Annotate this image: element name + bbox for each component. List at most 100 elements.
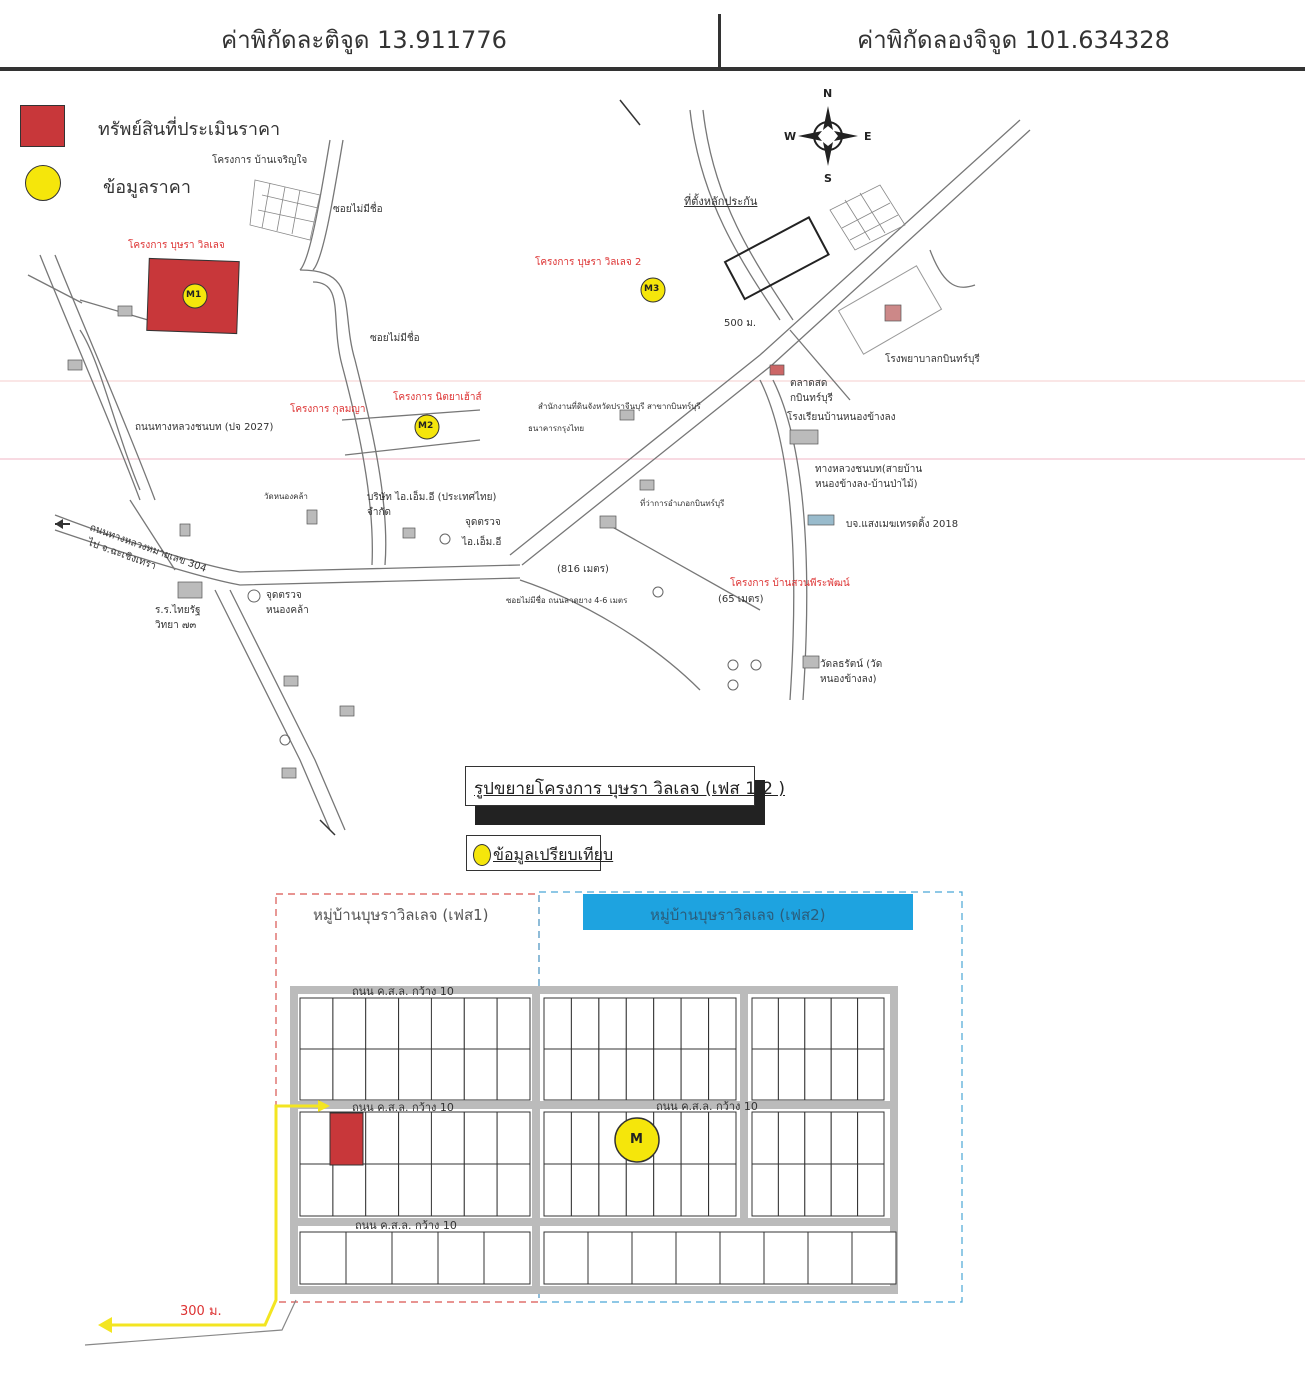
plot-cell [751, 997, 779, 1050]
label-distance-65: (65 เมตร) [718, 594, 764, 605]
legend-appraised-swatch [20, 105, 65, 147]
plot-cell [543, 997, 572, 1050]
compass-w: W [784, 130, 797, 143]
plot-cell [430, 997, 465, 1050]
plot-cell [680, 997, 709, 1050]
label-project-ban-charoen: โครงการ บ้านเจริญใจ [212, 155, 308, 166]
plot-cell [763, 1231, 809, 1285]
marker-m1 [182, 283, 208, 309]
route-arrow-end-icon [318, 1100, 330, 1112]
label-company-ie: บริษัท ไอ.เอ็ม.อี (ประเทศไทย) จำกัด [367, 492, 497, 518]
label-project-kulmaya: โครงการ กุลมญา [290, 404, 366, 415]
compass-n: N [823, 87, 833, 100]
nw-arrow-icon [619, 99, 641, 126]
plot-cell [570, 1048, 600, 1101]
plot-cell [708, 1048, 737, 1101]
label-police-nongkla: จุดตรวจ หนองคล้า [266, 590, 309, 616]
plot-cell [332, 1163, 367, 1217]
plot-cell [804, 1163, 832, 1217]
plot-cell [365, 1048, 400, 1101]
plot-cell [708, 1163, 737, 1217]
plot-cell [570, 997, 600, 1050]
plot-cell [365, 997, 400, 1050]
label-kabin-district: ที่ว่าการอำเภอกบินทร์บุรี [640, 499, 725, 508]
plot-cell [496, 1048, 531, 1101]
label-school: โรงเรียนบ้านหนองข้างลง [787, 412, 896, 423]
road-label-4: ถนน ค.ส.ล. กว้าง 10 [355, 1219, 457, 1232]
compass-e: E [864, 130, 872, 143]
plot-cell [598, 1163, 627, 1217]
plot-cell [496, 1163, 531, 1217]
phase1-label: หมู่บ้านบุษราวิลเลจ (เฟส1) [313, 906, 489, 924]
plot-cell [857, 1048, 885, 1101]
marker-m1-label: M1 [186, 290, 202, 300]
label-soi-no-name-1: ซอยไม่มีชื่อ [333, 204, 383, 215]
legend-appraised-label: ทรัพย์สินที่ประเมินราคา [98, 119, 281, 140]
plot-cell [804, 1111, 832, 1165]
marker-m2-label: M2 [418, 421, 434, 431]
plot-cell [398, 1111, 433, 1165]
plot-cell [804, 997, 832, 1050]
plot-cell [857, 1163, 885, 1217]
plot-cell [463, 1111, 498, 1165]
plot-cell [543, 1111, 572, 1165]
label-land-office: สำนักงานที่ดินจังหวัดปราจีนบุรี สาขากบิน… [538, 402, 701, 411]
plot-cell [631, 1231, 677, 1285]
south-arrow-icon [319, 819, 336, 836]
compare-label: ข้อมูลเปรียบเทียบ [493, 845, 614, 864]
phase2-boundary [538, 891, 963, 1303]
plot-cell [625, 1163, 655, 1217]
route-path [105, 1104, 325, 1327]
plot-cell [804, 1048, 832, 1101]
plot-cell [625, 1048, 655, 1101]
plot-cell [777, 1111, 806, 1165]
plot-cell [543, 1163, 572, 1217]
west-arrow-head-icon [55, 519, 63, 529]
label-collateral: ที่ตั้งหลักประกัน [684, 195, 758, 208]
header-rule [0, 67, 1305, 71]
label-project-bussara: โครงการ บุษรา วิลเลจ [128, 240, 225, 251]
plot-cell [483, 1231, 531, 1285]
plot-cell [598, 997, 627, 1050]
road-frame [290, 986, 898, 1294]
ban-charoen-blocks [249, 179, 321, 241]
marker-m [614, 1117, 660, 1163]
marker-m-label: M [630, 1132, 643, 1147]
plot-cell [719, 1231, 765, 1285]
plot-cell [830, 1048, 859, 1101]
label-soi-no-name-2: ซอยไม่มีชื่อ [370, 333, 420, 344]
plot-cell [680, 1163, 709, 1217]
plot-cell [299, 1163, 334, 1217]
access-road [84, 1299, 297, 1346]
label-temple: วัดลธรัตน์ (วัด หนองข้างลง) [820, 659, 883, 685]
label-distance-816: (816 เมตร) [557, 564, 609, 575]
plot-cell [830, 1163, 859, 1217]
coordinates-header: ค่าพิกัดละติจูด 13.911776 ค่าพิกัดลองจิจ… [0, 0, 1305, 71]
collateral-box [723, 216, 830, 301]
plot-cell [398, 997, 433, 1050]
road-label-3: ถนน ค.ส.ล. กว้าง 10 [656, 1100, 758, 1113]
plot-cell [830, 997, 859, 1050]
plot-cell [751, 1048, 779, 1101]
compass-s: S [824, 172, 832, 185]
plot-grid [299, 997, 897, 1285]
small-circle-icons [247, 533, 762, 746]
route-arrow-start-icon [98, 1317, 112, 1333]
plot-cell [653, 997, 682, 1050]
road-label-1: ถนน ค.ส.ล. กว้าง 10 [352, 985, 454, 998]
road-network [27, 109, 1031, 831]
compare-marker-icon [473, 844, 491, 866]
plot-cell [332, 1048, 367, 1101]
legend-price-swatch [25, 165, 61, 201]
plot-cell [463, 1163, 498, 1217]
marker-m3 [640, 277, 666, 303]
label-rural-road-branch: ทางหลวงชนบท(สายบ้าน หนองข้างลง-บ้านป่าไม… [815, 464, 923, 490]
landmark-icons [67, 304, 902, 779]
plot-cell [830, 1111, 859, 1165]
longitude-text: ค่าพิกัดลองจิจูด 101.634328 [857, 26, 1170, 54]
plot-cell [496, 1111, 531, 1165]
label-bank: ธนาคารกรุงไทย [528, 424, 585, 433]
plot-cell [680, 1048, 709, 1101]
plot-cell [299, 997, 334, 1050]
compare-legend-box: ข้อมูลเปรียบเทียบ [466, 835, 613, 871]
